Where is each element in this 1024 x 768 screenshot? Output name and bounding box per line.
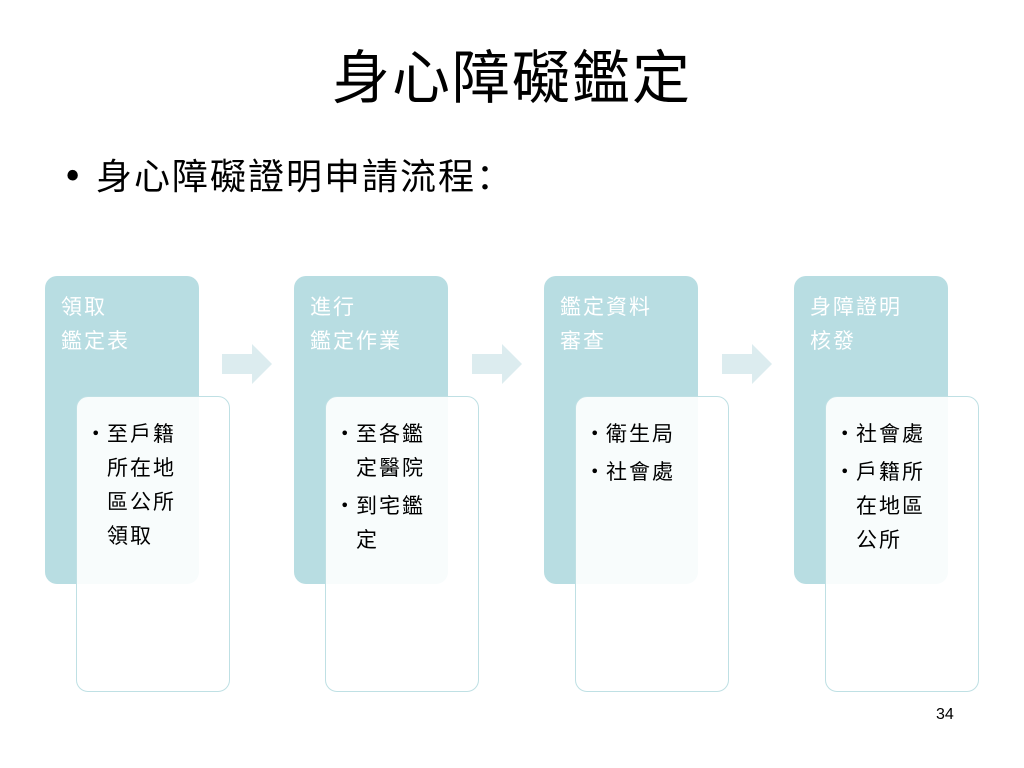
main-bullet: •身心障礙證明申請流程： [62,150,514,206]
step-1-detail-1: 至戶籍所在地區公所領取 [91,417,195,553]
right-arrow-icon [222,344,272,384]
step-2-label: 進行 鑑定作業 [310,295,402,353]
step-3-detail-2: 社會處 [590,455,716,489]
step-1-label: 領取 鑑定表 [61,295,130,353]
step-4-details: 社會處 戶籍所在地區公所 [825,396,979,692]
step-1-details: 至戶籍所在地區公所領取 [76,396,230,692]
step-3-details: 衛生局 社會處 [575,396,729,692]
right-arrow-icon [722,344,772,384]
step-2-details: 至各鑑定醫院 到宅鑑定 [325,396,479,692]
step-3-label: 鑑定資料 審查 [560,295,652,353]
step-4-detail-1: 社會處 [840,417,966,451]
step-3-detail-1: 衛生局 [590,417,716,451]
step-2-detail-1: 至各鑑定醫院 [340,417,444,485]
right-arrow-icon [472,344,522,384]
step-4-label: 身障證明 核發 [810,295,902,353]
bullet-symbol: • [62,157,86,198]
main-bullet-text: 身心障礙證明申請流程： [96,157,515,198]
slide-title: 身心障礙鑑定 [331,44,692,112]
page-number: 34 [936,706,954,723]
step-4-detail-2: 戶籍所在地區公所 [840,455,944,557]
step-2-detail-2: 到宅鑑定 [340,489,444,557]
